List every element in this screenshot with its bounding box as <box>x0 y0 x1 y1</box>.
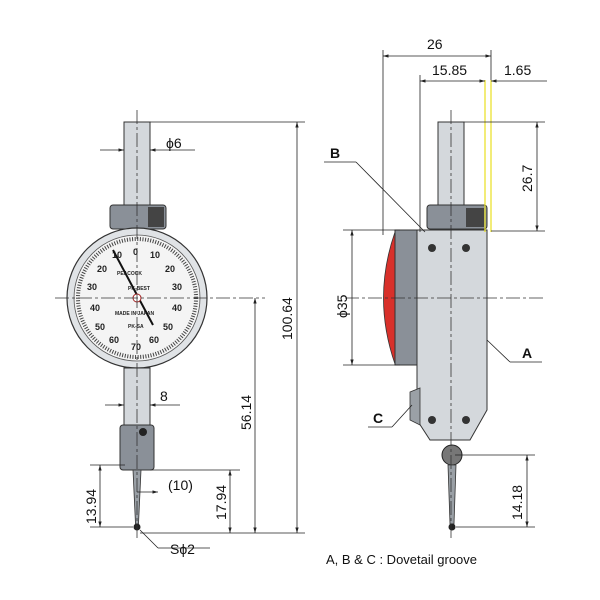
dim-height-26-7: 26.7 <box>519 165 535 192</box>
label-c: C <box>373 410 383 426</box>
dim-ball-dia: Sϕ2 <box>170 541 195 557</box>
dial-number: 10 <box>150 250 160 260</box>
knurl-pattern <box>148 207 164 227</box>
dim-width-26: 26 <box>427 36 443 52</box>
side-stylus <box>447 464 457 525</box>
dial-pointer <box>112 249 154 326</box>
dial-number: 20 <box>97 264 107 274</box>
dim-dial-dia: ϕ35 <box>334 294 350 318</box>
dial-number: 50 <box>163 322 173 332</box>
screw <box>462 244 470 252</box>
dim-stem-dia: ϕ6 <box>166 135 182 151</box>
screw <box>428 416 436 424</box>
dovetail-c <box>409 387 421 426</box>
front-view: 0 10 20 30 40 50 60 10 20 30 40 50 60 70… <box>55 110 265 540</box>
dim-center-to-tip: 56.14 <box>238 395 254 430</box>
dial-number: 70 <box>131 342 141 352</box>
side-view <box>345 80 545 540</box>
dim-width-8: 8 <box>160 388 168 404</box>
dial-made-in: MADE IN JAPAN <box>115 311 154 317</box>
dial-number: 60 <box>149 335 159 345</box>
dial-brand: PEACOCK <box>117 271 142 277</box>
screw <box>428 244 436 252</box>
dial-number: 30 <box>87 282 97 292</box>
side-knurl <box>466 208 484 227</box>
lens <box>383 231 396 365</box>
dial-code: PK-SA <box>128 324 144 330</box>
dim-lower-13: 13.94 <box>83 489 99 524</box>
dial-model: PK-BEST <box>128 286 150 292</box>
screw <box>462 416 470 424</box>
dial-number: 10 <box>112 250 122 260</box>
dim-width-1-65: 1.65 <box>504 62 531 78</box>
dim-offset-10: (10) <box>168 477 193 493</box>
dial-number: 40 <box>172 303 182 313</box>
dim-clamp-to-tip: 17.94 <box>213 485 229 520</box>
dial-number: 40 <box>90 303 100 313</box>
caption: A, B & C : Dovetail groove <box>326 552 477 567</box>
side-view-dimensions: 26 15.85 1.65 26.7 ϕ35 14.18 B A C <box>324 36 547 528</box>
label-a: A <box>522 345 532 361</box>
dial-number: 20 <box>165 264 175 274</box>
label-b: B <box>330 145 340 161</box>
dial-number: 0 <box>133 247 138 257</box>
dim-overall-height: 100.64 <box>279 297 295 340</box>
front-view-dimensions: 100.64 56.14 17.94 13.94 ϕ6 8 (10) Sϕ2 <box>83 121 305 557</box>
dial-number: 30 <box>172 282 182 292</box>
clamp-screw <box>139 428 147 436</box>
dim-width-15-85: 15.85 <box>432 62 467 78</box>
dial-number: 50 <box>95 322 105 332</box>
dim-lower-14-18: 14.18 <box>509 485 525 520</box>
dial-number: 60 <box>109 335 119 345</box>
side-body <box>416 229 488 441</box>
side-ball <box>448 523 456 531</box>
side-bezel <box>394 229 418 366</box>
